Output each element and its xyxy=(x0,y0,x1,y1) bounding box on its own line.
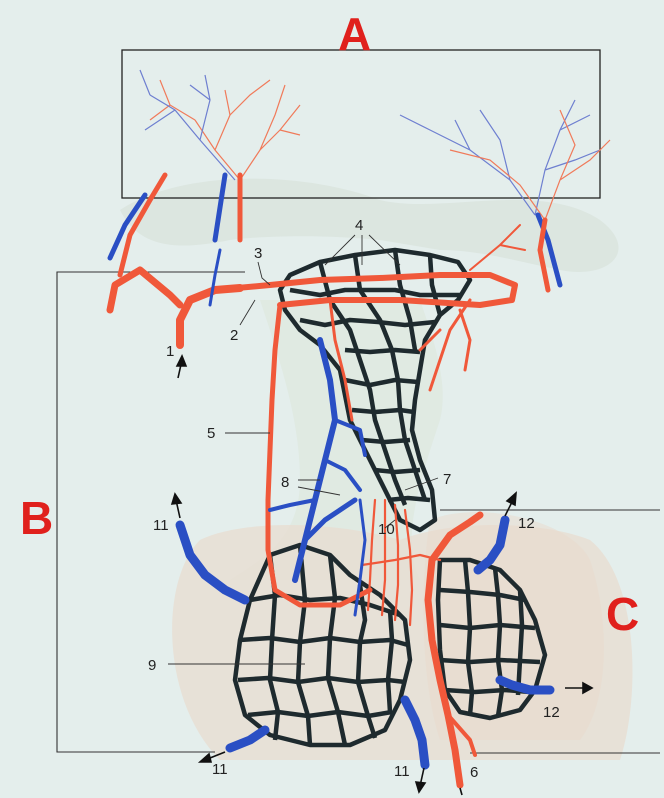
upper-left-vessel-tree xyxy=(110,70,300,275)
label-4: 4 xyxy=(355,217,363,234)
label-11-bottom-left: 11 xyxy=(212,761,228,778)
label-6: 6 xyxy=(470,764,478,781)
label-2: 2 xyxy=(230,327,238,344)
label-10: 10 xyxy=(378,521,395,538)
region-a-box xyxy=(122,50,600,198)
region-a-label: A xyxy=(338,8,371,60)
label-7: 7 xyxy=(443,471,451,488)
region-c-label: C xyxy=(606,588,639,640)
label-12-right: 12 xyxy=(543,704,560,721)
region-b-label: B xyxy=(20,492,53,544)
label-5: 5 xyxy=(207,425,215,442)
label-3: 3 xyxy=(254,245,262,262)
label-9: 9 xyxy=(148,657,156,674)
label-11-bottom-center: 11 xyxy=(394,763,410,780)
label-8: 8 xyxy=(281,474,289,491)
label-11-left: 11 xyxy=(153,517,169,534)
label-1: 1 xyxy=(166,343,174,360)
label-12-top: 12 xyxy=(518,515,535,532)
